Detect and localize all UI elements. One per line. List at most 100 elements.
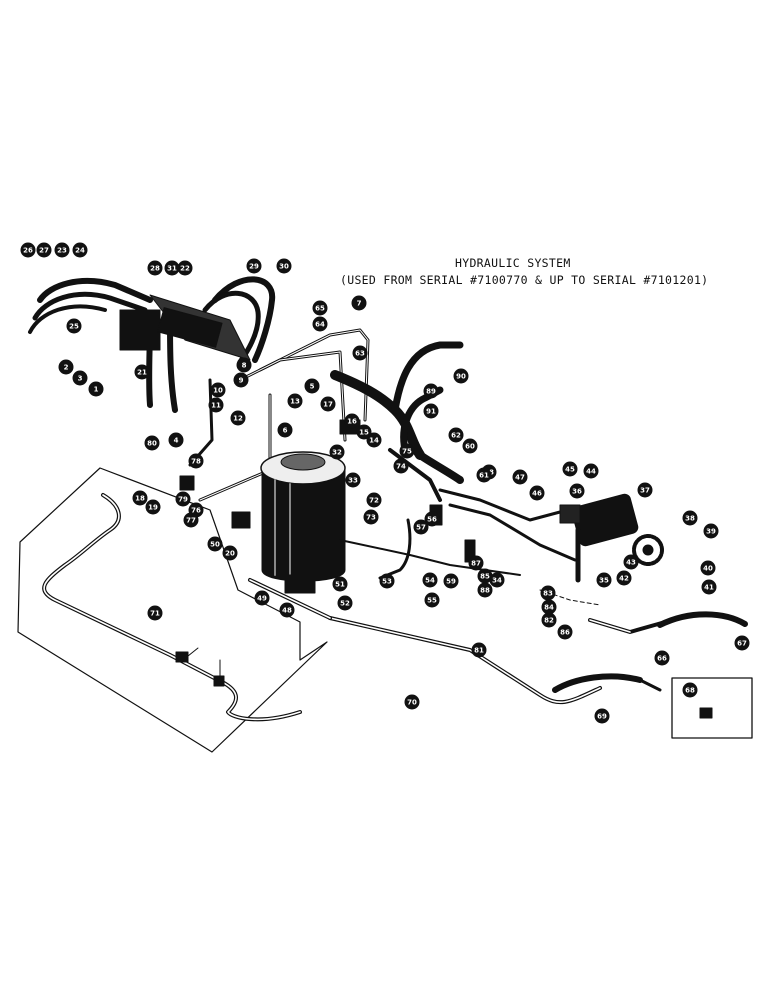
svg-text:46: 46 xyxy=(532,490,542,498)
callout-40: 40 xyxy=(700,560,716,576)
svg-text:86: 86 xyxy=(560,629,570,637)
svg-text:37: 37 xyxy=(640,487,650,495)
callout-30: 30 xyxy=(276,258,292,274)
svg-text:36: 36 xyxy=(572,488,582,496)
tube-46-47 xyxy=(438,488,562,522)
callout-35: 35 xyxy=(596,572,612,588)
callout-7: 7 xyxy=(351,295,367,311)
callout-16: 16 xyxy=(344,413,360,429)
hydraulic-pump xyxy=(571,493,639,547)
svg-text:68: 68 xyxy=(685,687,695,695)
svg-text:83: 83 xyxy=(543,590,553,598)
svg-text:41: 41 xyxy=(704,584,714,592)
callout-5: 5 xyxy=(304,378,320,394)
callout-2: 2 xyxy=(58,359,74,375)
svg-text:91: 91 xyxy=(426,408,436,416)
svg-text:87: 87 xyxy=(471,560,481,568)
hose-69-lower xyxy=(552,673,643,693)
callout-84: 84 xyxy=(541,599,557,615)
hose-bundle-left xyxy=(37,277,153,303)
callout-37: 37 xyxy=(637,482,653,498)
callout-43: 43 xyxy=(623,554,639,570)
callout-50: 50 xyxy=(207,536,223,552)
svg-text:12: 12 xyxy=(233,415,243,423)
svg-text:22: 22 xyxy=(180,265,190,273)
svg-text:79: 79 xyxy=(178,496,188,504)
callout-27: 27 xyxy=(36,242,52,258)
callout-45: 45 xyxy=(562,461,578,477)
svg-text:1: 1 xyxy=(94,386,99,394)
callout-91: 91 xyxy=(423,403,439,419)
svg-text:20: 20 xyxy=(225,550,235,558)
callout-44: 44 xyxy=(583,463,599,479)
callout-60: 60 xyxy=(462,438,478,454)
svg-text:6: 6 xyxy=(283,427,288,435)
svg-text:2: 2 xyxy=(64,364,69,372)
callout-23: 23 xyxy=(54,242,70,258)
svg-text:85: 85 xyxy=(480,573,490,581)
svg-text:33: 33 xyxy=(348,477,358,485)
callout-85: 85 xyxy=(477,568,493,584)
callout-56: 56 xyxy=(424,511,440,527)
control-valve-block xyxy=(119,309,161,351)
svg-text:14: 14 xyxy=(369,437,379,445)
callout-64: 64 xyxy=(312,316,328,332)
callout-24: 24 xyxy=(72,242,88,258)
svg-text:63: 63 xyxy=(355,350,365,358)
svg-text:16: 16 xyxy=(347,418,357,426)
callout-82: 82 xyxy=(541,612,557,628)
sprocket-38 xyxy=(632,534,664,566)
svg-text:44: 44 xyxy=(586,468,596,476)
callout-51: 51 xyxy=(332,576,348,592)
callout-81: 81 xyxy=(471,642,487,658)
svg-text:78: 78 xyxy=(191,458,201,466)
callout-28: 28 xyxy=(147,260,163,276)
callout-29: 29 xyxy=(246,258,262,274)
svg-text:59: 59 xyxy=(446,578,456,586)
svg-text:77: 77 xyxy=(186,517,196,525)
callout-78: 78 xyxy=(188,453,204,469)
callout-9: 9 xyxy=(233,372,249,388)
callout-73: 73 xyxy=(363,509,379,525)
svg-text:53: 53 xyxy=(382,578,392,586)
callout-80: 80 xyxy=(144,435,160,451)
svg-text:62: 62 xyxy=(451,432,461,440)
svg-text:39: 39 xyxy=(706,528,716,536)
svg-text:15: 15 xyxy=(359,429,369,437)
callout-15: 15 xyxy=(356,424,372,440)
svg-text:17: 17 xyxy=(323,401,333,409)
svg-text:56: 56 xyxy=(427,516,437,524)
callout-74: 74 xyxy=(393,458,409,474)
inset-frame-right xyxy=(671,677,753,739)
callout-11: 11 xyxy=(208,397,224,413)
callout-39: 39 xyxy=(703,523,719,539)
svg-text:89: 89 xyxy=(426,388,436,396)
svg-text:90: 90 xyxy=(456,373,466,381)
svg-text:43: 43 xyxy=(626,559,636,567)
callout-4: 4 xyxy=(168,432,184,448)
callout-57: 57 xyxy=(413,519,429,535)
callout-47: 47 xyxy=(512,469,528,485)
callout-31: 31 xyxy=(164,260,180,276)
callout-26: 26 xyxy=(20,242,36,258)
svg-text:4: 4 xyxy=(174,437,179,445)
callout-46: 46 xyxy=(529,485,545,501)
svg-text:72: 72 xyxy=(369,497,379,505)
svg-text:19: 19 xyxy=(148,504,158,512)
callout-77: 77 xyxy=(183,512,199,528)
svg-text:23: 23 xyxy=(57,247,67,255)
diagram-title: HYDRAULIC SYSTEM xyxy=(455,256,571,270)
svg-text:45: 45 xyxy=(565,466,575,474)
svg-text:57: 57 xyxy=(416,524,426,532)
callout-49: 49 xyxy=(254,590,270,606)
svg-text:26: 26 xyxy=(23,247,33,255)
svg-text:7: 7 xyxy=(357,300,362,308)
svg-text:10: 10 xyxy=(213,387,223,395)
callout-65: 65 xyxy=(312,300,328,316)
callout-14: 14 xyxy=(366,432,382,448)
callout-25: 25 xyxy=(66,318,82,334)
svg-text:3: 3 xyxy=(78,375,83,383)
svg-text:64: 64 xyxy=(315,321,325,329)
callout-69: 69 xyxy=(594,708,610,724)
